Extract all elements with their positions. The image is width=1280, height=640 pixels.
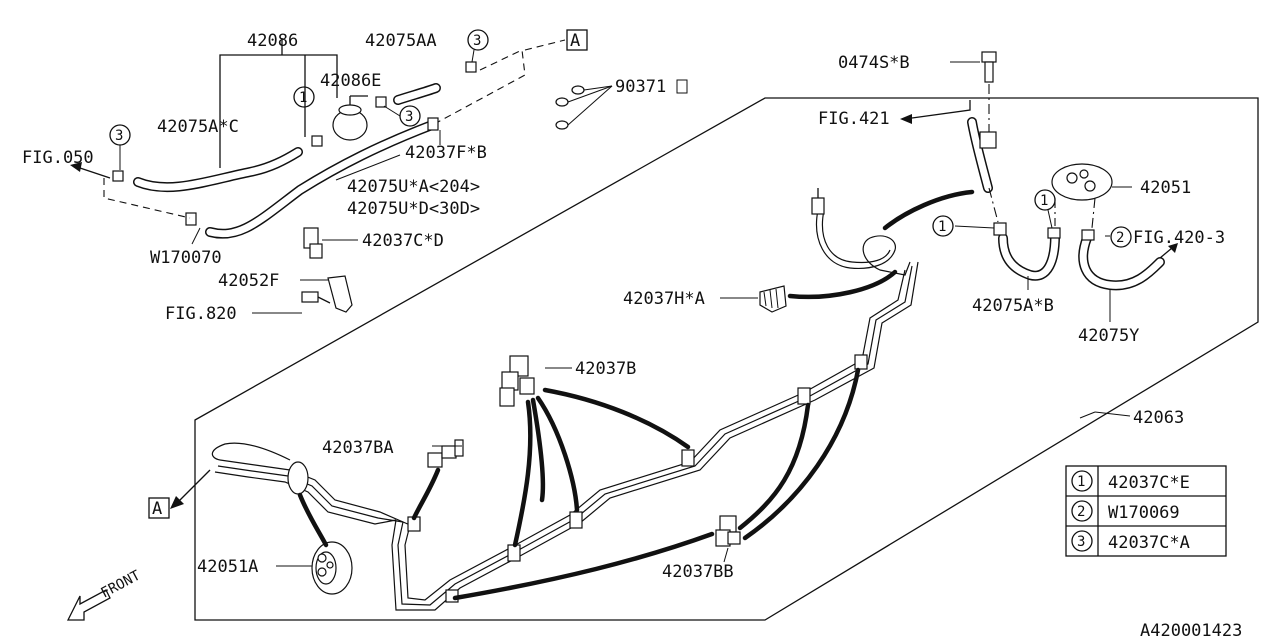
label-42075AC: 42075A*C [157, 117, 239, 137]
label-fig421[interactable]: FIG.421 [818, 109, 890, 129]
label-42052F: 42052F [218, 271, 279, 291]
label-42037BA: 42037BA [322, 438, 394, 458]
bracket-group [252, 227, 358, 314]
upper-hose-group [70, 38, 566, 239]
clip-42037B [499, 355, 535, 407]
front-label: FRONT [98, 567, 143, 601]
legend-number: 1 [1077, 474, 1085, 490]
callout-number: 1 [938, 219, 946, 235]
clip-42037BB [715, 515, 741, 547]
legend-part: 42037C*A [1108, 533, 1190, 553]
label-42037FB: 42037F*B [405, 143, 487, 163]
label-42051: 42051 [1140, 178, 1191, 198]
clamp [311, 135, 323, 147]
ref-box-a-top: A [566, 29, 588, 51]
label-42037HA: 42037H*A [623, 289, 705, 309]
label-fig4203[interactable]: FIG.420-3 [1133, 228, 1225, 248]
label-42037B: 42037B [575, 359, 636, 379]
label-42037BB: 42037BB [662, 562, 734, 582]
ref-a-label: A [152, 499, 162, 519]
diagram-id: A420001423 [1140, 621, 1242, 640]
front-direction-arrow: FRONT [66, 567, 144, 621]
label-w170070: W170070 [150, 248, 222, 268]
callout-2-right: 2 [1110, 226, 1132, 248]
label-42075AB: 42075A*B [972, 296, 1054, 316]
leader-lines [191, 130, 1131, 567]
legend-row-3: 3 42037C*A [1071, 530, 1190, 553]
clip-42037BA [427, 439, 464, 468]
label-42075UA: 42075U*A<204> [347, 177, 480, 197]
callout-number: 1 [299, 90, 307, 106]
legend-row-1: 1 42037C*E [1071, 470, 1190, 493]
label-42051A: 42051A [197, 557, 258, 577]
legend-number: 2 [1077, 504, 1085, 520]
label-42086E: 42086E [320, 71, 381, 91]
ref-box-a-left: A [148, 497, 170, 519]
label-42075UD: 42075U*D<30D> [347, 199, 480, 219]
label-42063: 42063 [1133, 408, 1184, 428]
callout-1-grommet: 1 [1034, 189, 1056, 229]
label-fig820[interactable]: FIG.820 [165, 304, 237, 324]
label-42075Y: 42075Y [1078, 326, 1139, 346]
callout-number: 3 [473, 33, 481, 49]
label-fig050[interactable]: FIG.050 [22, 148, 94, 168]
fuel-pipe-assembly [170, 188, 919, 611]
clamp [185, 212, 197, 226]
callout-3-left: 3 [109, 124, 131, 170]
callout-3-valve: 3 [383, 105, 421, 127]
clamp [375, 96, 387, 108]
legend-part: 42037C*E [1108, 473, 1190, 493]
clamp [112, 170, 124, 182]
callout-1-right: 1 [932, 215, 954, 237]
callout-number: 3 [405, 109, 413, 125]
label-0474SB: 0474S*B [838, 53, 910, 73]
legend-table: 1 42037C*E 2 W170069 3 42037C*A [1065, 465, 1227, 557]
label-42086: 42086 [247, 31, 298, 51]
callout-number: 3 [115, 128, 123, 144]
legend-number: 3 [1077, 534, 1085, 550]
callout-3-top: 3 [467, 29, 489, 63]
association-lines [297, 189, 975, 601]
assembly-frame [194, 97, 1259, 621]
clamp [465, 61, 477, 73]
legend-part: W170069 [1108, 503, 1180, 523]
clips-90371 [555, 85, 613, 130]
callout-1-hose: 1 [293, 86, 315, 108]
callout-number: 1 [1040, 193, 1048, 209]
label-42037CD: 42037C*D [362, 231, 444, 251]
ref-a-label: A [570, 31, 580, 51]
label-42075AA: 42075AA [365, 31, 437, 51]
legend-row-2: 2 W170069 [1071, 500, 1180, 523]
clip-42037HA [759, 285, 787, 313]
upper-right-group [900, 51, 1178, 322]
clamp [427, 117, 439, 131]
grommet-42051 [1051, 163, 1113, 201]
callout-number: 2 [1116, 230, 1124, 246]
label-90371: 90371 [615, 77, 666, 97]
grommet-42051A [311, 541, 353, 595]
